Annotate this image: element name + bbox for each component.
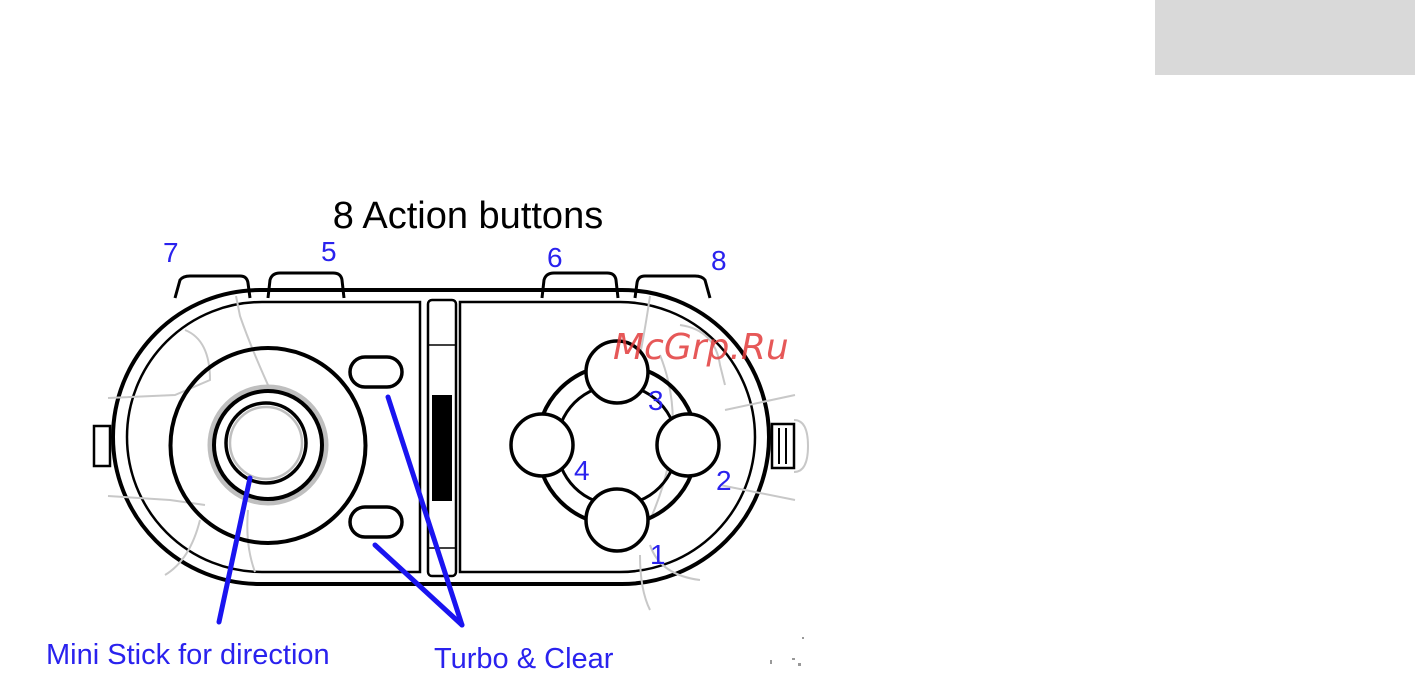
right-clip bbox=[772, 424, 794, 468]
shoulder-button-6[interactable] bbox=[542, 273, 618, 298]
face-buttons bbox=[511, 341, 719, 551]
turbo-button[interactable] bbox=[350, 357, 402, 387]
mini-stick-caption: Mini Stick for direction bbox=[46, 639, 330, 671]
mini-stick[interactable] bbox=[171, 348, 366, 543]
shoulder-button-5[interactable] bbox=[268, 273, 344, 298]
turbo-clear-caption: Turbo & Clear bbox=[434, 643, 614, 675]
label-3: 3 bbox=[648, 385, 664, 416]
stick-pointer-line bbox=[219, 478, 250, 622]
action-button-1[interactable] bbox=[586, 489, 648, 551]
action-button-4[interactable] bbox=[511, 414, 573, 476]
shoulder-button-7[interactable] bbox=[175, 276, 250, 298]
label-8: 8 bbox=[711, 245, 727, 276]
shoulder-button-8[interactable] bbox=[635, 276, 710, 298]
shoulder-buttons bbox=[175, 273, 710, 298]
label-7: 7 bbox=[163, 237, 179, 268]
scan-specks bbox=[770, 637, 804, 666]
label-5: 5 bbox=[321, 236, 337, 267]
label-1: 1 bbox=[650, 539, 666, 570]
label-4: 4 bbox=[574, 455, 590, 486]
action-button-2[interactable] bbox=[657, 414, 719, 476]
clear-button[interactable] bbox=[350, 507, 402, 537]
left-clip bbox=[94, 426, 110, 466]
label-6: 6 bbox=[547, 242, 563, 273]
watermark-logo: McGrp.Ru bbox=[613, 327, 789, 368]
label-2: 2 bbox=[716, 465, 732, 496]
diagram-title: 8 Action buttons bbox=[333, 195, 603, 237]
